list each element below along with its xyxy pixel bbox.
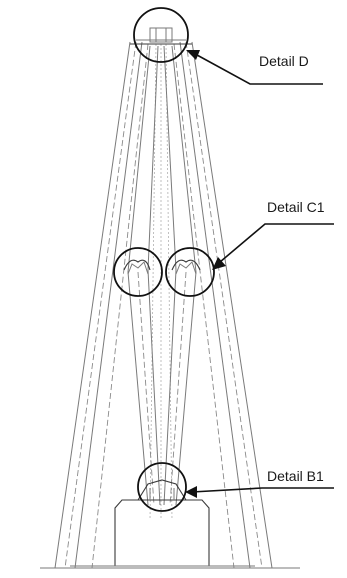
detail-c1-arrowhead: [212, 257, 226, 270]
callout-circles: [113, 7, 215, 512]
inner-v-struts: [127, 45, 197, 506]
callout-leaders: [185, 50, 334, 498]
detail-c1-label: Detail C1: [267, 199, 325, 215]
detail-c1-circle-left: [113, 247, 163, 297]
detail-d-label: Detail D: [259, 53, 309, 69]
hinge-details: [123, 259, 201, 275]
detail-b1-arrowhead: [185, 486, 197, 498]
tower-outer-legs: [54, 41, 273, 569]
tower-base: [40, 479, 300, 569]
detail-d-circle: [133, 7, 189, 63]
detail-d-leader: [196, 54, 323, 85]
detail-c1-circle-right: [165, 247, 215, 297]
detail-c1-leader: [219, 223, 334, 263]
detail-b1-circle: [137, 462, 187, 512]
tower-top-cap: [130, 27, 192, 45]
callout-labels: Detail D Detail C1 Detail B1: [259, 53, 325, 484]
detail-d-arrowhead: [186, 50, 200, 60]
detail-b1-leader: [191, 487, 334, 493]
detail-b1-label: Detail B1: [267, 468, 324, 484]
